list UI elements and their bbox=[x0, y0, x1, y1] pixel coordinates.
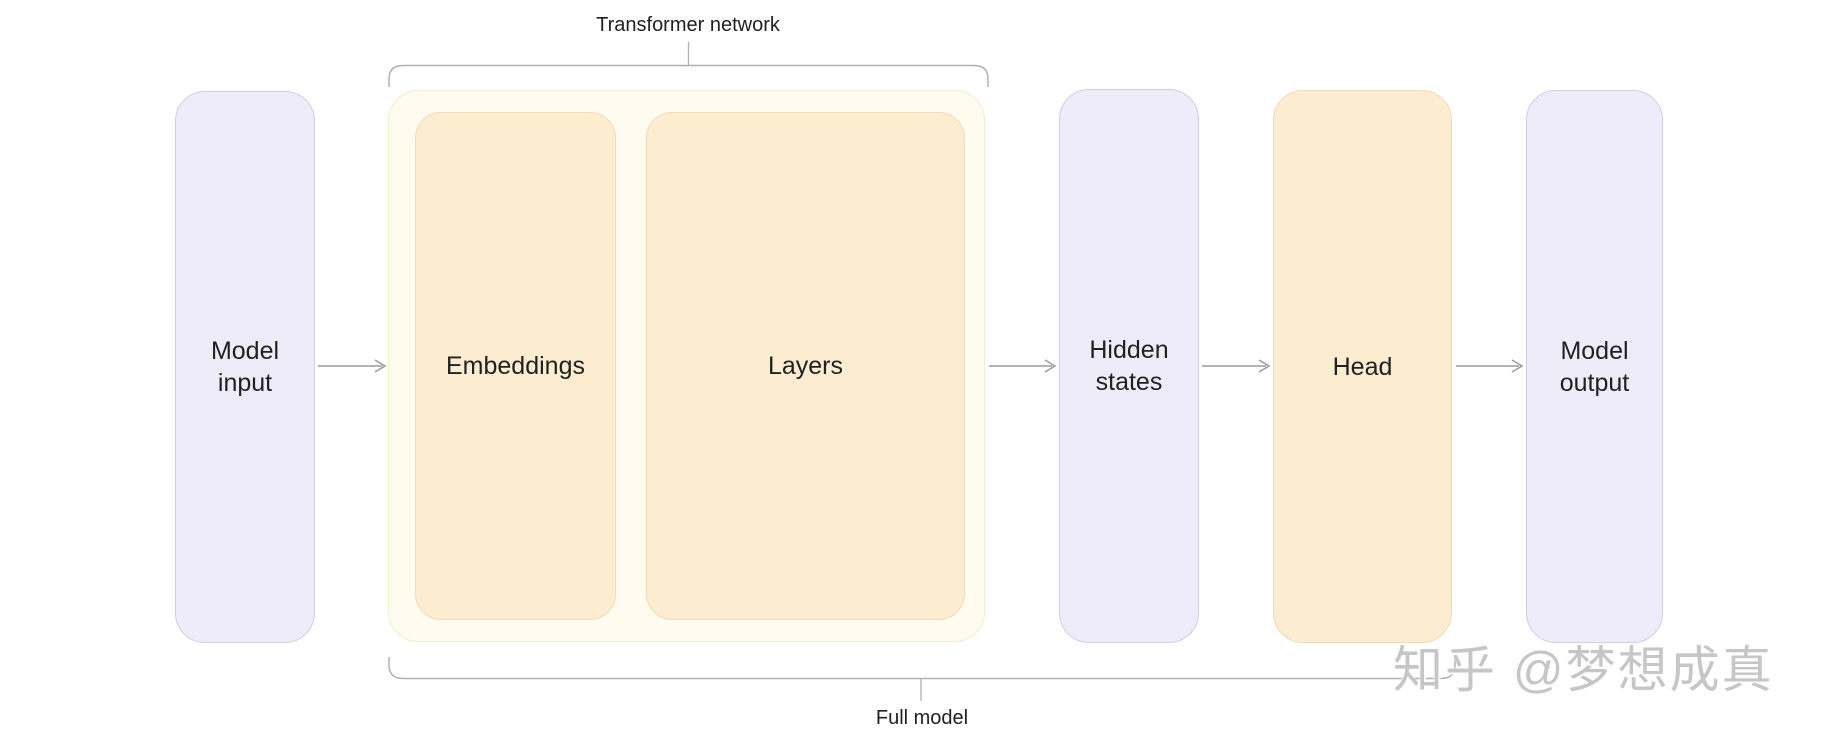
node-embeddings-label: Embeddings bbox=[446, 352, 585, 380]
node-hidden-states-label: Hidden states bbox=[1089, 336, 1169, 396]
full-model-bracket bbox=[388, 657, 1456, 680]
node-layers-label: Layers bbox=[767, 352, 844, 380]
arrow-hidden-states-to-head bbox=[1202, 359, 1271, 373]
transformer-network-bracket bbox=[388, 64, 989, 87]
transformer-network-label: Transformer network bbox=[596, 14, 780, 36]
node-head-label: Head bbox=[1332, 352, 1393, 381]
arrow-head-to-output bbox=[1456, 359, 1524, 373]
zhihu-watermark: 知乎 @梦想成真 bbox=[1393, 642, 1774, 698]
node-model-input: Model input bbox=[175, 91, 315, 643]
node-model-output: Model output bbox=[1526, 90, 1663, 643]
node-head: Head bbox=[1273, 90, 1452, 643]
node-model-input-label: Model input bbox=[210, 337, 280, 397]
node-layers: Layers bbox=[646, 112, 965, 620]
arrow-transformer-to-hidden-states bbox=[989, 359, 1057, 373]
node-embeddings: Embeddings bbox=[415, 112, 616, 620]
node-model-output-label: Model output bbox=[1559, 336, 1630, 397]
node-hidden-states: Hidden states bbox=[1059, 89, 1199, 643]
arrow-input-to-transformer bbox=[318, 359, 387, 373]
full-model-label: Full model bbox=[875, 707, 969, 729]
